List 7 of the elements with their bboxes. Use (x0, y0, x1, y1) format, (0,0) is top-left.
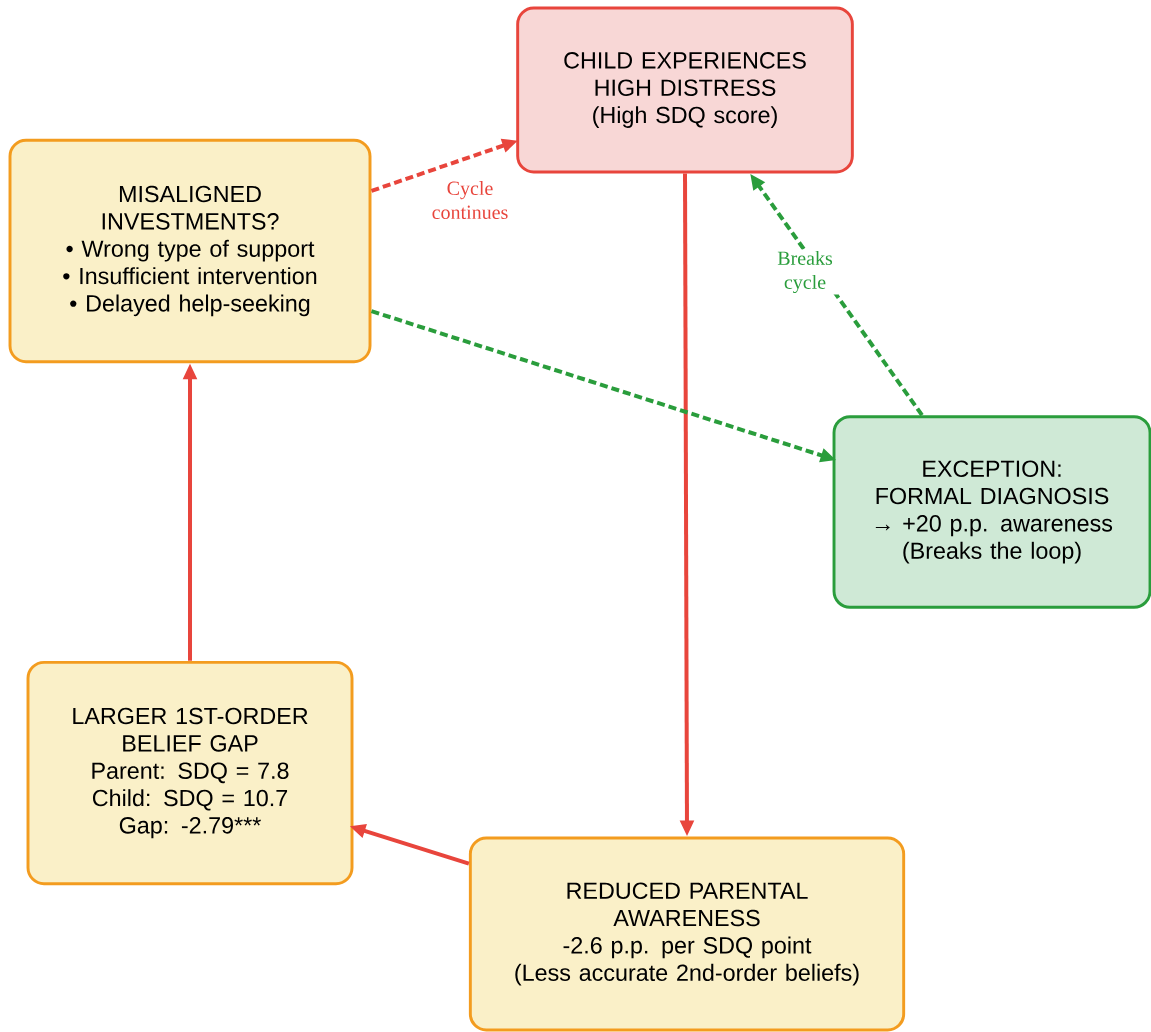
process-box: MISALIGNED INVESTMENTS? • Wrong type of support • Insufficient intervention • Delayed help-seeking (8, 138, 372, 364)
process-box: EXCEPTION: FORMAL DIAGNOSIS → +20 p.p. awareness (Breaks the loop) (832, 415, 1151, 609)
edge-label: Cycle continues (427, 179, 513, 221)
process-box: CHILD EXPERIENCES HIGH DISTRESS (High SDQ score) (516, 6, 854, 174)
edge-label: Breaks cycle (771, 249, 839, 295)
process-box: REDUCED PARENTAL AWARENESS -2.6 p.p. per SDQ point (Less accurate 2nd-order beliefs) (468, 836, 906, 1032)
process-box: LARGER 1ST-ORDER BELIEF GAP Parent: SDQ = 7.8 Child: SDQ = 10.7 Gap: -2.79*** (26, 660, 354, 886)
